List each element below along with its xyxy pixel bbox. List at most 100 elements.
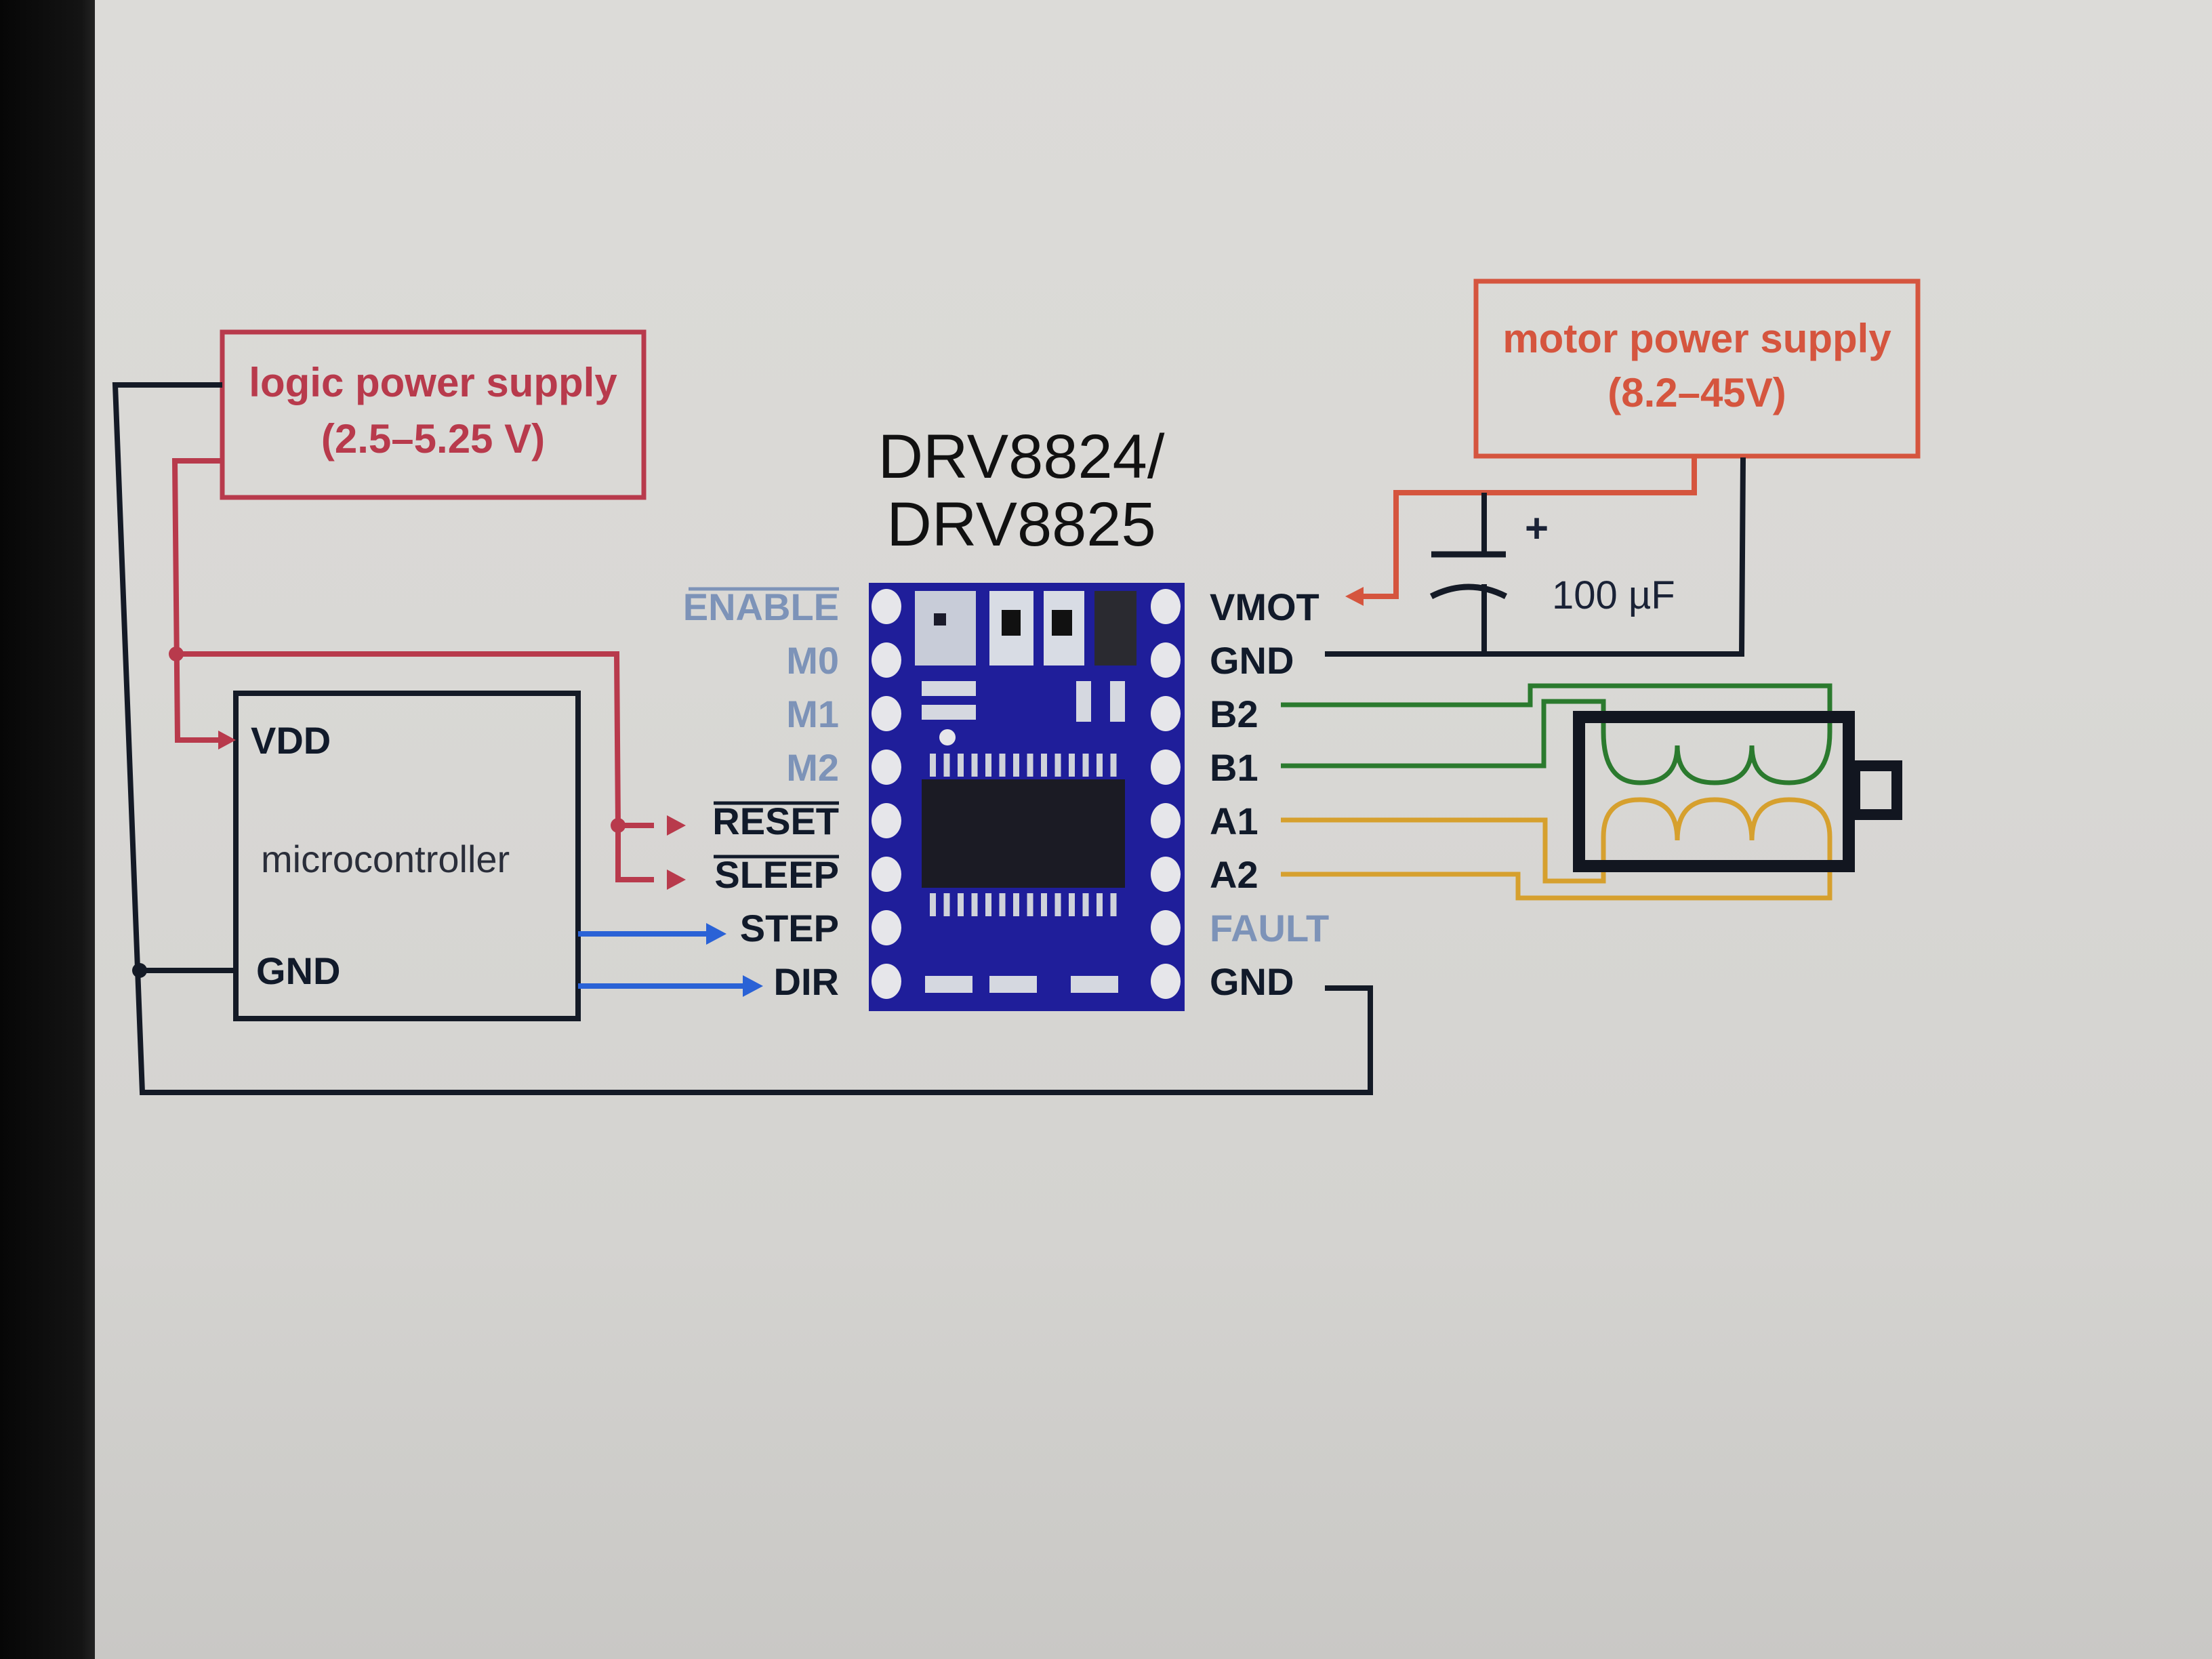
- ic-pin: [985, 754, 991, 777]
- pad-right: [1151, 642, 1181, 678]
- pad-right: [1151, 750, 1181, 785]
- coil-b: [1601, 731, 1832, 785]
- driver-title-line2: DRV8825: [886, 490, 1155, 559]
- microcontroller-box: [233, 691, 581, 1021]
- ic-pin: [1097, 754, 1103, 777]
- ground-wires: [112, 382, 1746, 1095]
- pin-label-m1: M1: [786, 693, 839, 735]
- arrow-reset-icon: [667, 815, 686, 836]
- pad-left: [872, 642, 901, 678]
- pin-label-b1-right: B1: [1210, 746, 1258, 789]
- pin-label-dir: DIR: [774, 960, 839, 1003]
- motor-power-supply-label: motor power supply: [1502, 316, 1891, 361]
- coil-a-wires: [1281, 797, 1832, 901]
- capacitor-polarity: +: [1525, 506, 1549, 551]
- wire-b1: [1281, 699, 1606, 769]
- ground-wire-motor-supply: [1325, 457, 1746, 657]
- ic-pin: [985, 893, 991, 916]
- logic-junction-reset: [611, 818, 626, 833]
- logic-wire-reset: [176, 651, 654, 828]
- pad-left: [872, 803, 901, 838]
- arrow-vdd-icon: [218, 731, 236, 750]
- motor-power-wire: [1362, 456, 1697, 599]
- ic-pin: [999, 893, 1006, 916]
- ic-pin: [930, 754, 936, 777]
- driver-title-line1: DRV8824/: [878, 422, 1165, 491]
- microcontroller: VDD microcontroller GND: [233, 691, 581, 1021]
- pad-right: [1151, 964, 1181, 999]
- pad-left: [872, 910, 901, 945]
- logic-power-supply-range: (2.5–5.25 V): [321, 416, 545, 462]
- pin-label-vmot-right: VMOT: [1210, 586, 1319, 628]
- motor-power-supply-range: (8.2–45V): [1607, 370, 1786, 415]
- pin-label-sleep: SLEEP: [714, 853, 839, 896]
- logic-power-supply-label: logic power supply: [249, 360, 617, 405]
- ic-pin: [971, 893, 978, 916]
- ic-pin: [1013, 754, 1019, 777]
- pad-right: [1151, 857, 1181, 892]
- ground-junction: [132, 963, 147, 978]
- pad-right: [1151, 910, 1181, 945]
- arrow-dir-icon: [743, 975, 763, 997]
- ground-wire-main: [112, 382, 1373, 1095]
- pin-label-enable: ENABLE: [683, 586, 839, 628]
- ic-pin: [943, 893, 950, 916]
- ic-pin: [1013, 893, 1019, 916]
- ic-pin: [999, 754, 1006, 777]
- ic-pin: [971, 754, 978, 777]
- pad-left: [872, 964, 901, 999]
- pin-label-b2-right: B2: [1210, 693, 1258, 735]
- wire-a2: [1281, 837, 1832, 901]
- pad-right: [1151, 696, 1181, 731]
- pin-label-a1-right: A1: [1210, 800, 1258, 842]
- mcu-label: microcontroller: [261, 838, 510, 880]
- signal-wires: [578, 931, 745, 989]
- ic-pin: [1027, 754, 1033, 777]
- pin-label-m0: M0: [786, 639, 839, 682]
- pin-label-reset: RESET: [712, 800, 839, 842]
- logic-power-supply-box: [220, 329, 647, 500]
- pin-label-gnd-right: GND: [1210, 639, 1294, 682]
- pad-left: [872, 589, 901, 624]
- pin-label-fault-right: FAULT: [1210, 907, 1329, 949]
- stepper-driver-board-icon: [869, 583, 1185, 1011]
- ic-pin: [1054, 893, 1061, 916]
- ic-pin: [1041, 754, 1047, 777]
- motor-power-supply-box: [1473, 279, 1921, 459]
- pin-label-m2: M2: [786, 746, 839, 789]
- pin-label-a2-right: A2: [1210, 853, 1258, 896]
- stepper-motor-icon: [1573, 711, 1902, 872]
- motor-power-supply: motor power supply (8.2–45V): [1473, 279, 1921, 459]
- ic-pin: [1027, 893, 1033, 916]
- pad-right: [1151, 589, 1181, 624]
- logic-power-supply: logic power supply (2.5–5.25 V): [220, 329, 647, 500]
- pad-right: [1151, 803, 1181, 838]
- capacitor-value: 100 µF: [1552, 573, 1675, 617]
- electrolytic-capacitor-icon: +: [1429, 493, 1549, 654]
- ic-pin: [1110, 893, 1117, 916]
- ic-pin: [1054, 754, 1061, 777]
- ic-pin: [1082, 754, 1089, 777]
- ic-pin: [1041, 893, 1047, 916]
- coil-a: [1601, 797, 1832, 841]
- monitor-bezel: [0, 0, 102, 1659]
- arrow-vmot-icon: [1345, 587, 1364, 606]
- pin-label-gnd-right: GND: [1210, 960, 1294, 1003]
- ic-pin: [1069, 893, 1075, 916]
- ic-pin: [958, 754, 964, 777]
- ic-pin: [1082, 893, 1089, 916]
- logic-wire-sleep: [615, 825, 654, 882]
- pad-left: [872, 857, 901, 892]
- ic-pin: [1110, 754, 1117, 777]
- logic-wire-vdd: [171, 458, 224, 743]
- ic-pin: [943, 754, 950, 777]
- logic-junction-top: [169, 647, 184, 661]
- pad-left: [872, 750, 901, 785]
- pin-label-step: STEP: [740, 907, 839, 949]
- arrow-sleep-icon: [667, 869, 686, 890]
- pad-left: [872, 696, 901, 731]
- coil-b-wires: [1281, 683, 1832, 785]
